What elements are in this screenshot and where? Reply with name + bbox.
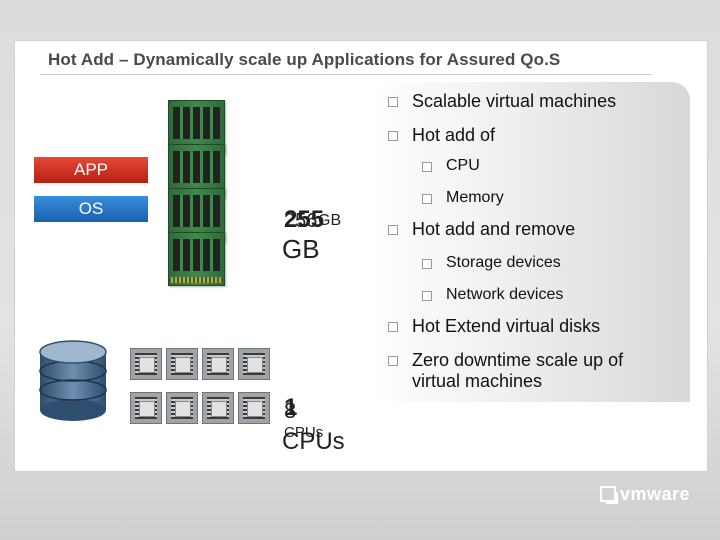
os-layer: OS: [34, 196, 148, 222]
vmware-logo-mark-icon: [600, 486, 616, 502]
bullet-item: Hot add of: [388, 125, 495, 146]
cpu-chip-icon: [238, 392, 270, 424]
app-layer: APP: [34, 157, 148, 183]
cpu-value-after: 8: [284, 398, 297, 423]
bullet-box-icon: [388, 322, 398, 332]
vmware-logo: vmware: [620, 484, 691, 504]
memory-stick-icon: [168, 232, 225, 286]
bullet-box-icon: [388, 356, 398, 366]
memory-unit-before: GB: [318, 212, 342, 229]
memory-value-after: 256: [284, 210, 318, 232]
bullet-box-icon: [422, 194, 432, 204]
bullet-subitem: Memory: [422, 189, 504, 207]
slide-title: Hot Add – Dynamically scale up Applicati…: [48, 50, 561, 69]
bullet-item: Zero downtime scale up of virtual machin…: [388, 350, 658, 392]
cpu-chip-icon: [166, 348, 198, 380]
cpu-chip-icon: [202, 392, 234, 424]
title-divider: [40, 74, 652, 75]
bullet-item: Hot Extend virtual disks: [388, 316, 600, 337]
bullet-item: Hot add and remove: [388, 219, 575, 240]
bullet-box-icon: [388, 97, 398, 107]
bullet-panel: [372, 82, 690, 402]
cpu-chip-icon: [202, 348, 234, 380]
cpu-unit-after: CPUs: [282, 428, 345, 455]
bullet-box-icon: [388, 225, 398, 235]
cpu-chip-icon: [238, 348, 270, 380]
bullet-item: Scalable virtual machines: [388, 91, 616, 112]
cpu-value-before: 1: [284, 394, 298, 421]
bullet-box-icon: [422, 259, 432, 269]
bullet-subitem: Storage devices: [422, 254, 561, 272]
memory-value-before: 255: [284, 206, 325, 233]
bullet-subitem: CPU: [422, 157, 480, 175]
bullet-subitem: Network devices: [422, 286, 563, 304]
database-icon: [39, 340, 107, 421]
bullet-box-icon: [422, 291, 432, 301]
cpu-chip-icon: [166, 392, 198, 424]
cpu-unit-before: CPUs: [284, 424, 324, 441]
bullet-box-icon: [388, 131, 398, 141]
cpu-chip-icon: [130, 348, 162, 380]
cpu-chip-icon: [130, 392, 162, 424]
bullet-box-icon: [422, 162, 432, 172]
memory-unit-after: GB: [282, 234, 320, 264]
